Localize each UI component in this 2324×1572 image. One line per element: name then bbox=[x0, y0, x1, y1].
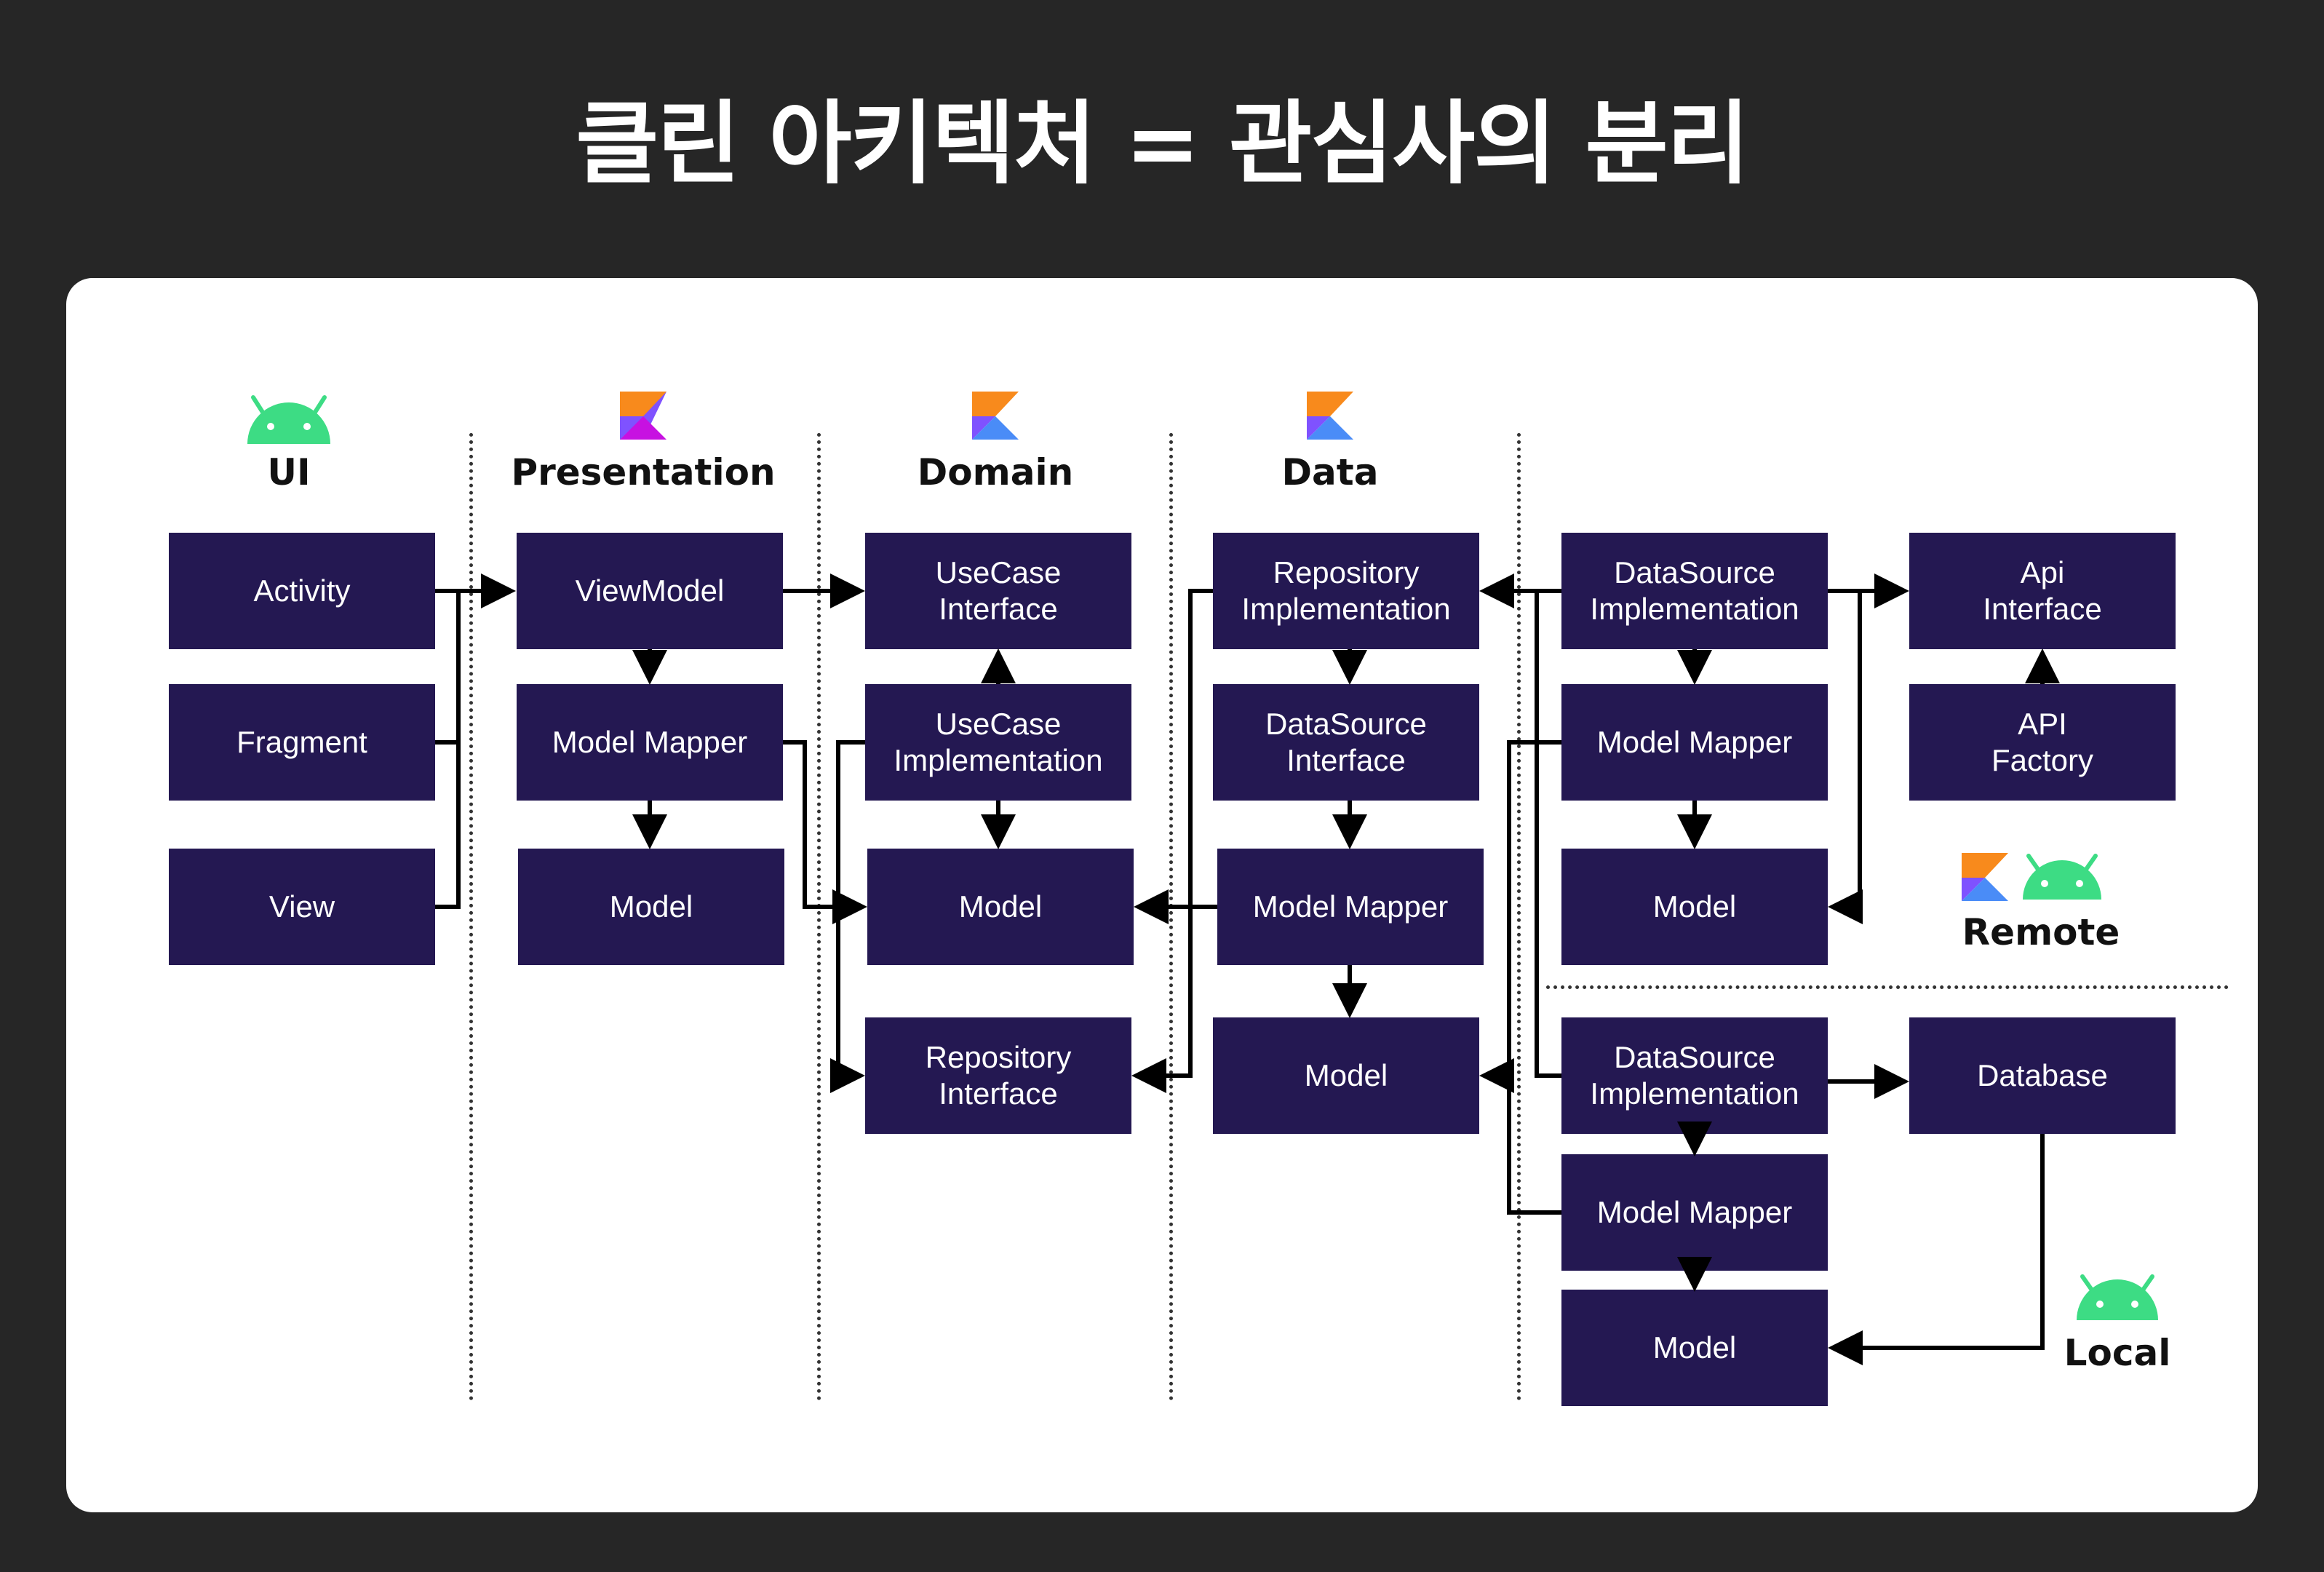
connector-repo-impl-to-repo-interface bbox=[1131, 589, 1213, 1093]
layer-title-data: Data bbox=[1281, 451, 1379, 493]
connector-api-to-remote-model bbox=[1828, 591, 1863, 924]
divider-domain-data bbox=[1169, 433, 1173, 1401]
connector-usecase-impl-to-repo-interface bbox=[830, 740, 865, 1093]
box-local-model: Model bbox=[1561, 1290, 1828, 1406]
divider-data-sources bbox=[1517, 433, 1521, 1401]
connector-database-to-local-model bbox=[1828, 1134, 2045, 1365]
box-local-model-mapper: Model Mapper bbox=[1561, 1154, 1828, 1271]
layer-title-domain: Domain bbox=[917, 451, 1074, 493]
layer-title-ui: UI bbox=[267, 451, 311, 493]
box-presentation-model-mapper: Model Mapper bbox=[517, 684, 783, 801]
box-remote-model-mapper: Model Mapper bbox=[1561, 684, 1828, 801]
android-icon bbox=[2023, 854, 2101, 900]
divider-presentation-domain bbox=[817, 433, 821, 1401]
layer-title-presentation: Presentation bbox=[511, 451, 776, 493]
kotlin-icon bbox=[1307, 392, 1353, 440]
kotlin-icon bbox=[972, 392, 1019, 440]
connector-mappers-to-data-model bbox=[1486, 740, 1561, 1215]
box-view: View bbox=[169, 849, 435, 965]
layer-title-remote: Remote bbox=[1962, 911, 2120, 953]
box-database: Database bbox=[1909, 1017, 2176, 1134]
box-remote-model: Model bbox=[1561, 849, 1828, 965]
box-data-model: Model bbox=[1213, 1017, 1479, 1134]
box-api-interface: Api Interface bbox=[1909, 533, 2176, 649]
box-datasource-interface: DataSource Interface bbox=[1213, 684, 1479, 801]
android-icon bbox=[2077, 1274, 2158, 1320]
box-viewmodel: ViewModel bbox=[517, 533, 783, 649]
connector-local-ds-to-repo-impl bbox=[1535, 591, 1561, 1078]
connector-presentation-mapper-to-domain-model bbox=[783, 740, 867, 924]
box-data-model-mapper: Model Mapper bbox=[1217, 849, 1484, 965]
box-repository-implementation: Repository Implementation bbox=[1213, 533, 1479, 649]
box-fragment: Fragment bbox=[169, 684, 435, 801]
kotlin-icon bbox=[1962, 853, 2008, 901]
divider-ui-presentation bbox=[469, 433, 473, 1401]
box-repository-interface: Repository Interface bbox=[865, 1017, 1131, 1134]
box-api-factory: API Factory bbox=[1909, 684, 2176, 801]
page-title: 클린 아키텍처 = 관심사의 분리 bbox=[576, 92, 1750, 196]
layer-title-local: Local bbox=[2064, 1332, 2171, 1374]
box-usecase-implementation: UseCase Implementation bbox=[865, 684, 1131, 801]
connector-ui-to-viewmodel bbox=[435, 591, 509, 909]
box-presentation-model: Model bbox=[518, 849, 784, 965]
android-icon bbox=[247, 395, 330, 444]
box-local-datasource-implementation: DataSource Implementation bbox=[1561, 1017, 1828, 1134]
box-domain-model: Model bbox=[867, 849, 1134, 965]
divider-remote-local bbox=[1546, 985, 2229, 989]
box-activity: Activity bbox=[169, 533, 435, 649]
box-remote-datasource-implementation: DataSource Implementation bbox=[1561, 533, 1828, 649]
box-usecase-interface: UseCase Interface bbox=[865, 533, 1131, 649]
kotlin-icon bbox=[620, 392, 666, 440]
